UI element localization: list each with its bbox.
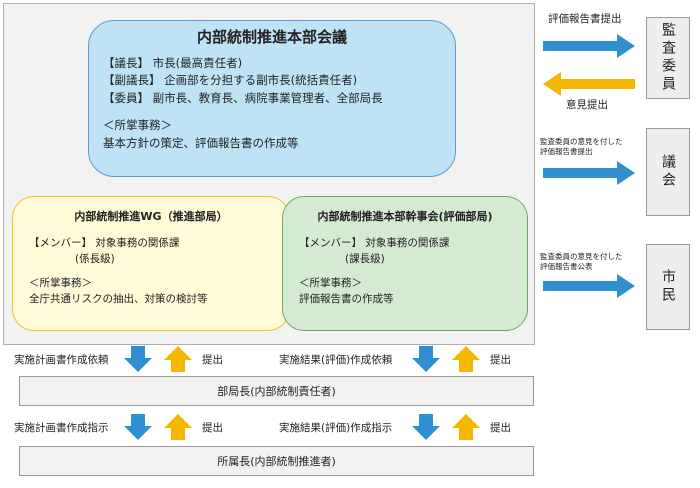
hq-line-members: 【委員】 副市長、教育長、病院事業管理者、全部局長: [103, 90, 383, 105]
arrow-up-submit-plan-2-icon: [164, 414, 192, 440]
submit-label-1: 提出: [202, 354, 223, 366]
audit-committee-box: 監査委員: [646, 17, 690, 99]
arrow-down-result-request-icon: [412, 346, 440, 372]
send-report-label: 評価報告書提出: [548, 13, 622, 25]
council-label: 議会: [660, 154, 676, 190]
arrow-right-to-audit-icon: [543, 34, 635, 58]
result-request-label: 実施結果(評価)作成依頼: [279, 354, 393, 366]
arrow-up-submit-plan-icon: [164, 346, 192, 372]
wg-members-level: (係長級): [75, 253, 115, 265]
hq-duty-label: ＜所掌事務＞: [103, 118, 172, 132]
committee-duty: 評価報告書の作成等: [299, 293, 394, 305]
arrow-left-from-audit-icon: [543, 72, 635, 96]
hq-line-chair: 【議長】 市長(最高責任者): [103, 55, 243, 70]
arrow-up-submit-result-icon: [452, 346, 480, 372]
council-note-1: 監査委員の意見を付した: [540, 137, 623, 146]
arrow-down-plan-request-icon: [124, 346, 152, 372]
hq-line-vice-chair: 【副議長】 企画部を分担する副市長(統括責任者): [103, 73, 358, 87]
wg-duty: 全庁共通リスクの抽出、対策の検討等: [29, 293, 208, 305]
section-head-label: 所属長(内部統制推進者): [217, 455, 336, 468]
opinion-label: 意見提出: [566, 99, 608, 111]
result-instruct-label: 実施結果(評価)作成指示: [279, 422, 393, 434]
citizen-note-1: 監査委員の意見を付した: [540, 252, 623, 261]
citizens-label: 市民: [660, 269, 676, 305]
plan-instruct-label: 実施計画書作成指示: [14, 422, 109, 434]
dept-head-bar: 部局長(内部統制責任者): [19, 376, 534, 406]
hq-title: 内部統制推進本部会議: [196, 28, 347, 46]
section-head-bar: 所属長(内部統制推進者): [19, 446, 534, 476]
citizen-note-2: 評価報告書公表: [540, 262, 593, 271]
council-note-2: 評価報告書提出: [540, 147, 593, 156]
committee-members-level: (課長級): [345, 253, 385, 265]
audit-committee-label: 監査委員: [660, 22, 676, 94]
citizens-box: 市民: [646, 244, 690, 330]
arrow-down-result-instruct-icon: [412, 414, 440, 440]
dept-head-label: 部局長(内部統制責任者): [217, 385, 336, 398]
wg-duty-label: ＜所掌事務＞: [29, 277, 92, 289]
committee-members: 【メンバー】 対象事務の関係課: [299, 237, 450, 249]
wg-members: 【メンバー】 対象事務の関係課: [29, 237, 180, 249]
committee-title: 内部統制推進本部幹事会(評価部局): [317, 210, 493, 223]
arrow-right-to-citizens-icon: [543, 274, 635, 298]
wg-box: 内部統制推進WG（推進部局） 【メンバー】 対象事務の関係課 (係長級) ＜所掌…: [12, 196, 290, 331]
arrow-right-to-council-icon: [543, 161, 635, 185]
plan-request-label: 実施計画書作成依頼: [14, 354, 109, 366]
submit-label-3: 提出: [202, 422, 223, 434]
arrow-down-plan-instruct-icon: [124, 414, 152, 440]
hq-duty: 基本方針の策定、評価報告書の作成等: [103, 135, 299, 150]
executive-committee-box: 内部統制推進本部幹事会(評価部局) 【メンバー】 対象事務の関係課 (課長級) …: [282, 196, 528, 331]
hq-meeting-box: 内部統制推進本部会議 【議長】 市長(最高責任者) 【副議長】 企画部を分担する…: [88, 20, 456, 177]
submit-label-2: 提出: [490, 354, 511, 366]
committee-duty-label: ＜所掌事務＞: [299, 277, 362, 289]
council-box: 議会: [646, 128, 690, 216]
submit-label-4: 提出: [490, 422, 511, 434]
arrow-up-submit-result-2-icon: [452, 414, 480, 440]
wg-title: 内部統制推進WG（推進部局）: [74, 210, 228, 223]
